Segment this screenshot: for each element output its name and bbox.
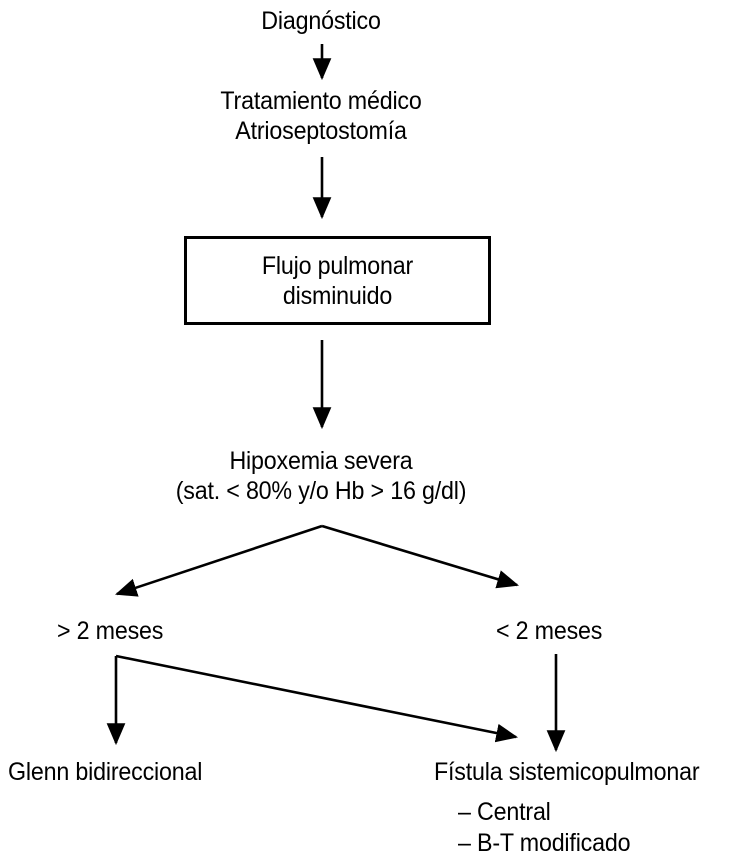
node-flujo-pulmonar: Flujo pulmonar disminuido	[195, 251, 481, 311]
node-diagnostico-label: Diagnóstico	[261, 7, 381, 35]
node-flujo-line2: disminuido	[282, 282, 393, 310]
node-fistula-sistemicopulmonar: Fístula sistemicopulmonar	[434, 757, 713, 787]
node-tratamiento-line2: Atrioseptostomía	[235, 117, 407, 145]
node-flujo-pulmonar-box	[184, 236, 491, 325]
node-mayor-2-meses-label: > 2 meses	[57, 617, 164, 645]
node-fistula-sub-item-bt-modificado: – B-T modificado	[458, 829, 631, 857]
node-hipoxemia-line1: Hipoxemia severa	[229, 447, 413, 475]
node-hipoxemia-severa: Hipoxemia severa (sat. < 80% y/o Hb > 16…	[22, 446, 619, 506]
node-fistula-label: Fístula sistemicopulmonar	[434, 758, 700, 786]
node-menor-2-meses: < 2 meses	[496, 616, 617, 646]
edge-hipoxemia-to-mayor2meses	[115, 524, 323, 597]
node-menor-2-meses-label: < 2 meses	[496, 617, 603, 645]
edge-hipoxemia-to-menor2meses	[321, 524, 519, 589]
node-mayor-2-meses: > 2 meses	[57, 616, 178, 646]
edge-mayor2meses-to-fistula	[115, 654, 519, 743]
node-tratamiento-line1: Tratamiento médico	[220, 87, 422, 115]
node-glenn-bidireccional: Glenn bidireccional	[8, 757, 287, 787]
node-hipoxemia-line2: (sat. < 80% y/o Hb > 16 g/dl)	[175, 477, 467, 505]
node-tratamiento-medico: Tratamiento médico Atrioseptostomía	[22, 86, 619, 146]
node-flujo-line1: Flujo pulmonar	[261, 252, 414, 280]
node-fistula-sub-item-central: – Central	[458, 798, 551, 826]
node-glenn-label: Glenn bidireccional	[8, 758, 203, 786]
node-diagnostico: Diagnóstico	[22, 6, 619, 36]
node-fistula-sub-items: – Central – B-T modificado	[458, 797, 718, 859]
